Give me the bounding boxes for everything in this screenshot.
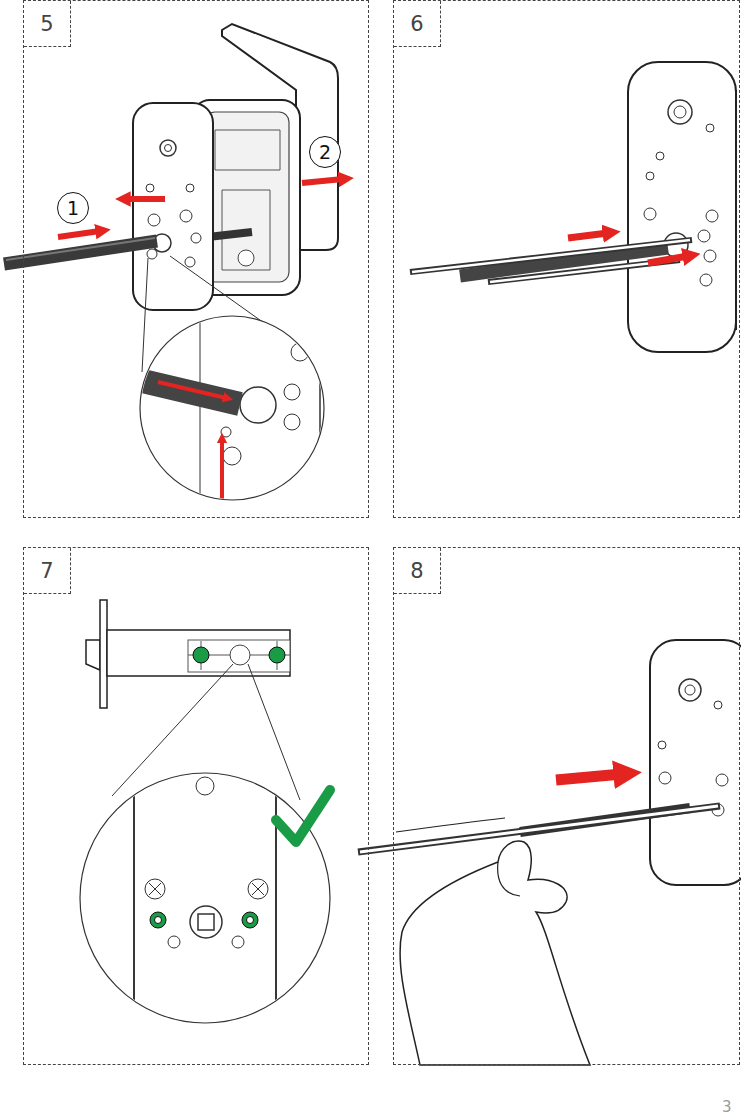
step-panel: 7	[23, 547, 369, 1065]
page-number: 3	[722, 1098, 732, 1116]
spindle-insertion	[410, 62, 736, 352]
lock-body-fitting	[4, 24, 343, 500]
callout-text: 2	[319, 141, 331, 163]
callout-number: 1	[57, 192, 89, 224]
step-number-tab: 8	[394, 548, 441, 594]
latch-alignment	[80, 600, 330, 1080]
step-number: 6	[410, 12, 423, 36]
callout-text: 1	[67, 197, 79, 219]
step-number: 5	[40, 12, 53, 36]
step-number: 7	[40, 559, 53, 583]
callout-number: 2	[309, 136, 341, 168]
step-number-tab: 6	[394, 1, 441, 47]
step-panel: 8	[393, 547, 740, 1065]
step-number-tab: 7	[24, 548, 71, 594]
step-panel: 6	[393, 0, 740, 518]
rod-push	[358, 640, 741, 1065]
step-number: 8	[410, 559, 423, 583]
step-number-tab: 5	[24, 1, 71, 47]
step-panel: 5 1 2	[23, 0, 369, 518]
